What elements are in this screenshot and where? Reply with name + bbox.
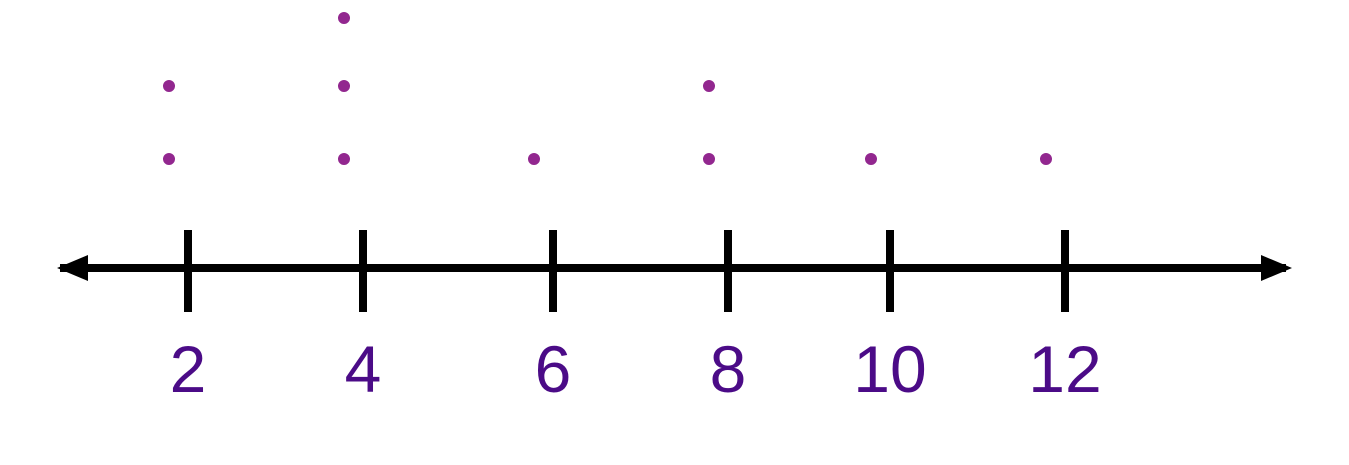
data-dot [338,80,350,92]
axis-line-group [57,255,1292,281]
axis-arrow-left [57,255,88,281]
tick-label-6: 6 [534,332,572,406]
tick-label-4: 4 [344,332,382,406]
axis-arrow-right [1261,255,1292,281]
data-dot [703,153,715,165]
tick-label-12: 12 [1028,332,1102,406]
tick-label-8: 8 [709,332,747,406]
tick-label-10: 10 [853,332,927,406]
data-dot [528,153,540,165]
data-dot [1040,153,1052,165]
tick-label-2: 2 [169,332,207,406]
data-dot [865,153,877,165]
data-dot [338,153,350,165]
data-dot [163,80,175,92]
data-dot [703,80,715,92]
axis-tick-marks [184,230,1069,312]
data-dot [338,12,350,24]
data-dot [163,153,175,165]
